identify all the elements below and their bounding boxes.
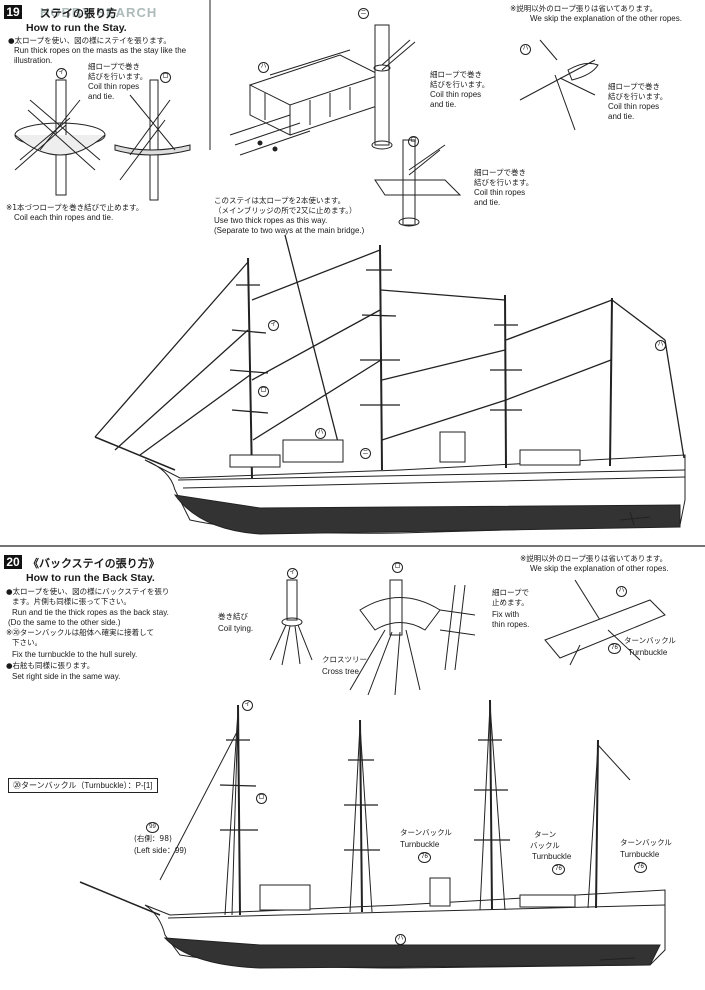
coil-note2-en-1: Coil thin ropes [430,90,482,99]
coil-note3-jp-1: 細ロープで巻き [608,82,661,91]
step-20-instr2-jp1: ※⑳ターンバックルは船体へ確実に接着して [6,628,154,637]
skip20-jp: ※説明以外のロープ張りは省いてあります。 [520,554,668,563]
watermark: HOBBY SEARCH [40,5,158,20]
label-ha-right: ハ [520,44,531,55]
step-20-instr3-jp: ●右舷も同様に張ります。 [6,661,95,670]
step-20-instr1-jp1: ●太ロープを使い、図の様にバックステイを張り [6,587,170,596]
cross-tree-en: Cross tree [322,667,359,676]
step-20-title-en: How to run the Back Stay. [26,572,155,584]
note1-jp: ※1本づつロープを巻き結びで止めます。 [6,203,144,212]
coil-note4-en-2: and tie. [474,198,501,207]
coil-note2-jp-1: 細ロープで巻き [430,70,483,79]
step-20-instr3-en: Set right side in the same way. [12,672,121,681]
ship19-label-i: イ [268,320,279,331]
two-ropes-en-1: Use two thick ropes as this way. [214,216,328,225]
turnbuckle-2-jp2: バックル [530,841,560,850]
parts-box: ⑳ターンバックル（Turnbuckle）：P-[1] [8,778,158,793]
part76-top: 76 [608,643,621,654]
fix-jp-2: 止めます。 [492,598,529,607]
skip-note-en: We skip the explanation of the other rop… [530,14,682,23]
coil-note3-en-2: and tie. [608,112,635,121]
turnbuckle-1-jp: ターンバックル [400,828,452,837]
ship19-label-ha-aft: ハ [655,340,666,351]
label-ha-bridge: ハ [258,62,269,73]
fix-en-2: thin ropes. [492,620,530,629]
two-ropes-jp-1: このステイは太ロープを2本使います。 [214,196,346,205]
label-ni-detail: ニ [358,8,369,19]
step-19-instruction-en1: Run thick ropes on the masts as the stay… [14,46,187,55]
part99: 99 [146,822,159,833]
step-20-instr2-jp2: 下さい。 [12,638,42,647]
coil-note-jp-2: 結びを行います。 [88,72,148,81]
turnbuckle-top-jp: ターンバックル [624,636,676,645]
step-20-title-jp: 《バックステイの張り方》 [28,557,160,570]
turnbuckle-top-en: Turnbuckle [628,648,668,657]
detail20-label-ro: ロ [392,562,403,573]
turnbuckle-2-en: Turnbuckle [532,852,572,861]
two-ropes-jp-2: （メインブリッジの所で2又に止めます。） [214,206,357,215]
step-20-instr1-en1: Run and tie the thick ropes as the back … [12,608,169,617]
step-19-title-en: How to run the Stay. [26,22,127,34]
right-side-label: (右側：98) [134,834,172,843]
coil-note2-en-2: and tie. [430,100,457,109]
coil-tying-jp: 巻き結び [218,612,248,621]
part76-1: 76 [418,852,431,863]
step-19-title-jp: ステイの張り方 [40,7,117,20]
skip-note-jp: ※説明以外のロープ張りは省いてあります。 [510,4,658,13]
note1-en: Coil each thin ropes and tie. [14,213,114,222]
cross-tree-jp: クロスツリー [322,655,367,664]
step-19-instruction-jp: ●太ロープを使い、図の様にステイを張ります。 [8,36,171,45]
coil-note-jp-1: 細ロープで巻き [88,62,141,71]
label-i: イ [56,68,67,79]
detail20-label-i: イ [287,568,298,579]
coil-note4-en-1: Coil thin ropes [474,188,526,197]
detail20-label-ha: ハ [616,586,627,597]
ship19-label-ro: ロ [258,386,269,397]
coil-note-en-1: Coil thin ropes [88,82,140,91]
coil-tying-en: Coil tying. [218,624,254,633]
fix-en-1: Fix with [492,610,520,619]
label-ro-lower: ロ [408,136,419,147]
turnbuckle-1-en: Turnbuckle [400,840,440,849]
coil-note4-jp-1: 細ロープで巻き [474,168,527,177]
part76-2: 76 [552,864,565,875]
coil-note2-jp-2: 結びを行います。 [430,80,490,89]
ship20-label-ro: ロ [256,793,267,804]
step-20-number: 20 [4,555,22,569]
two-ropes-en-2: (Separate to two ways at the main bridge… [214,226,365,235]
turnbuckle-3-en: Turnbuckle [620,850,660,859]
step-19-number: 19 [4,5,22,19]
coil-note3-jp-2: 結びを行います。 [608,92,668,101]
step-19-instruction-en2: illustration. [14,56,53,65]
ship20-label-ha: ハ [395,934,406,945]
fix-jp-1: 細ロープで [492,588,530,597]
step-20-instr2-en: Fix the turnbuckle to the hull surely. [12,650,138,659]
label-ro: ロ [160,72,171,83]
step-20-instr1-jp2: ます。片側も同様に張って下さい。 [12,597,131,606]
step-20-instr1-en2: (Do the same to the other side.) [8,618,121,627]
ship19-label-ni: ニ [360,448,371,459]
coil-note4-jp-2: 結びを行います。 [474,178,534,187]
coil-note3-en-1: Coil thin ropes [608,102,660,111]
turnbuckle-3-jp: ターンバックル [620,838,672,847]
ship19-label-ha: ハ [315,428,326,439]
skip20-en: We skip the explanation of other ropes. [530,564,669,573]
part76-3: 76 [634,862,647,873]
turnbuckle-2-jp1: ターン [534,830,557,839]
left-side-label: (Left side：99) [134,846,187,855]
coil-note-en-2: and tie. [88,92,115,101]
ship20-label-i: イ [242,700,253,711]
